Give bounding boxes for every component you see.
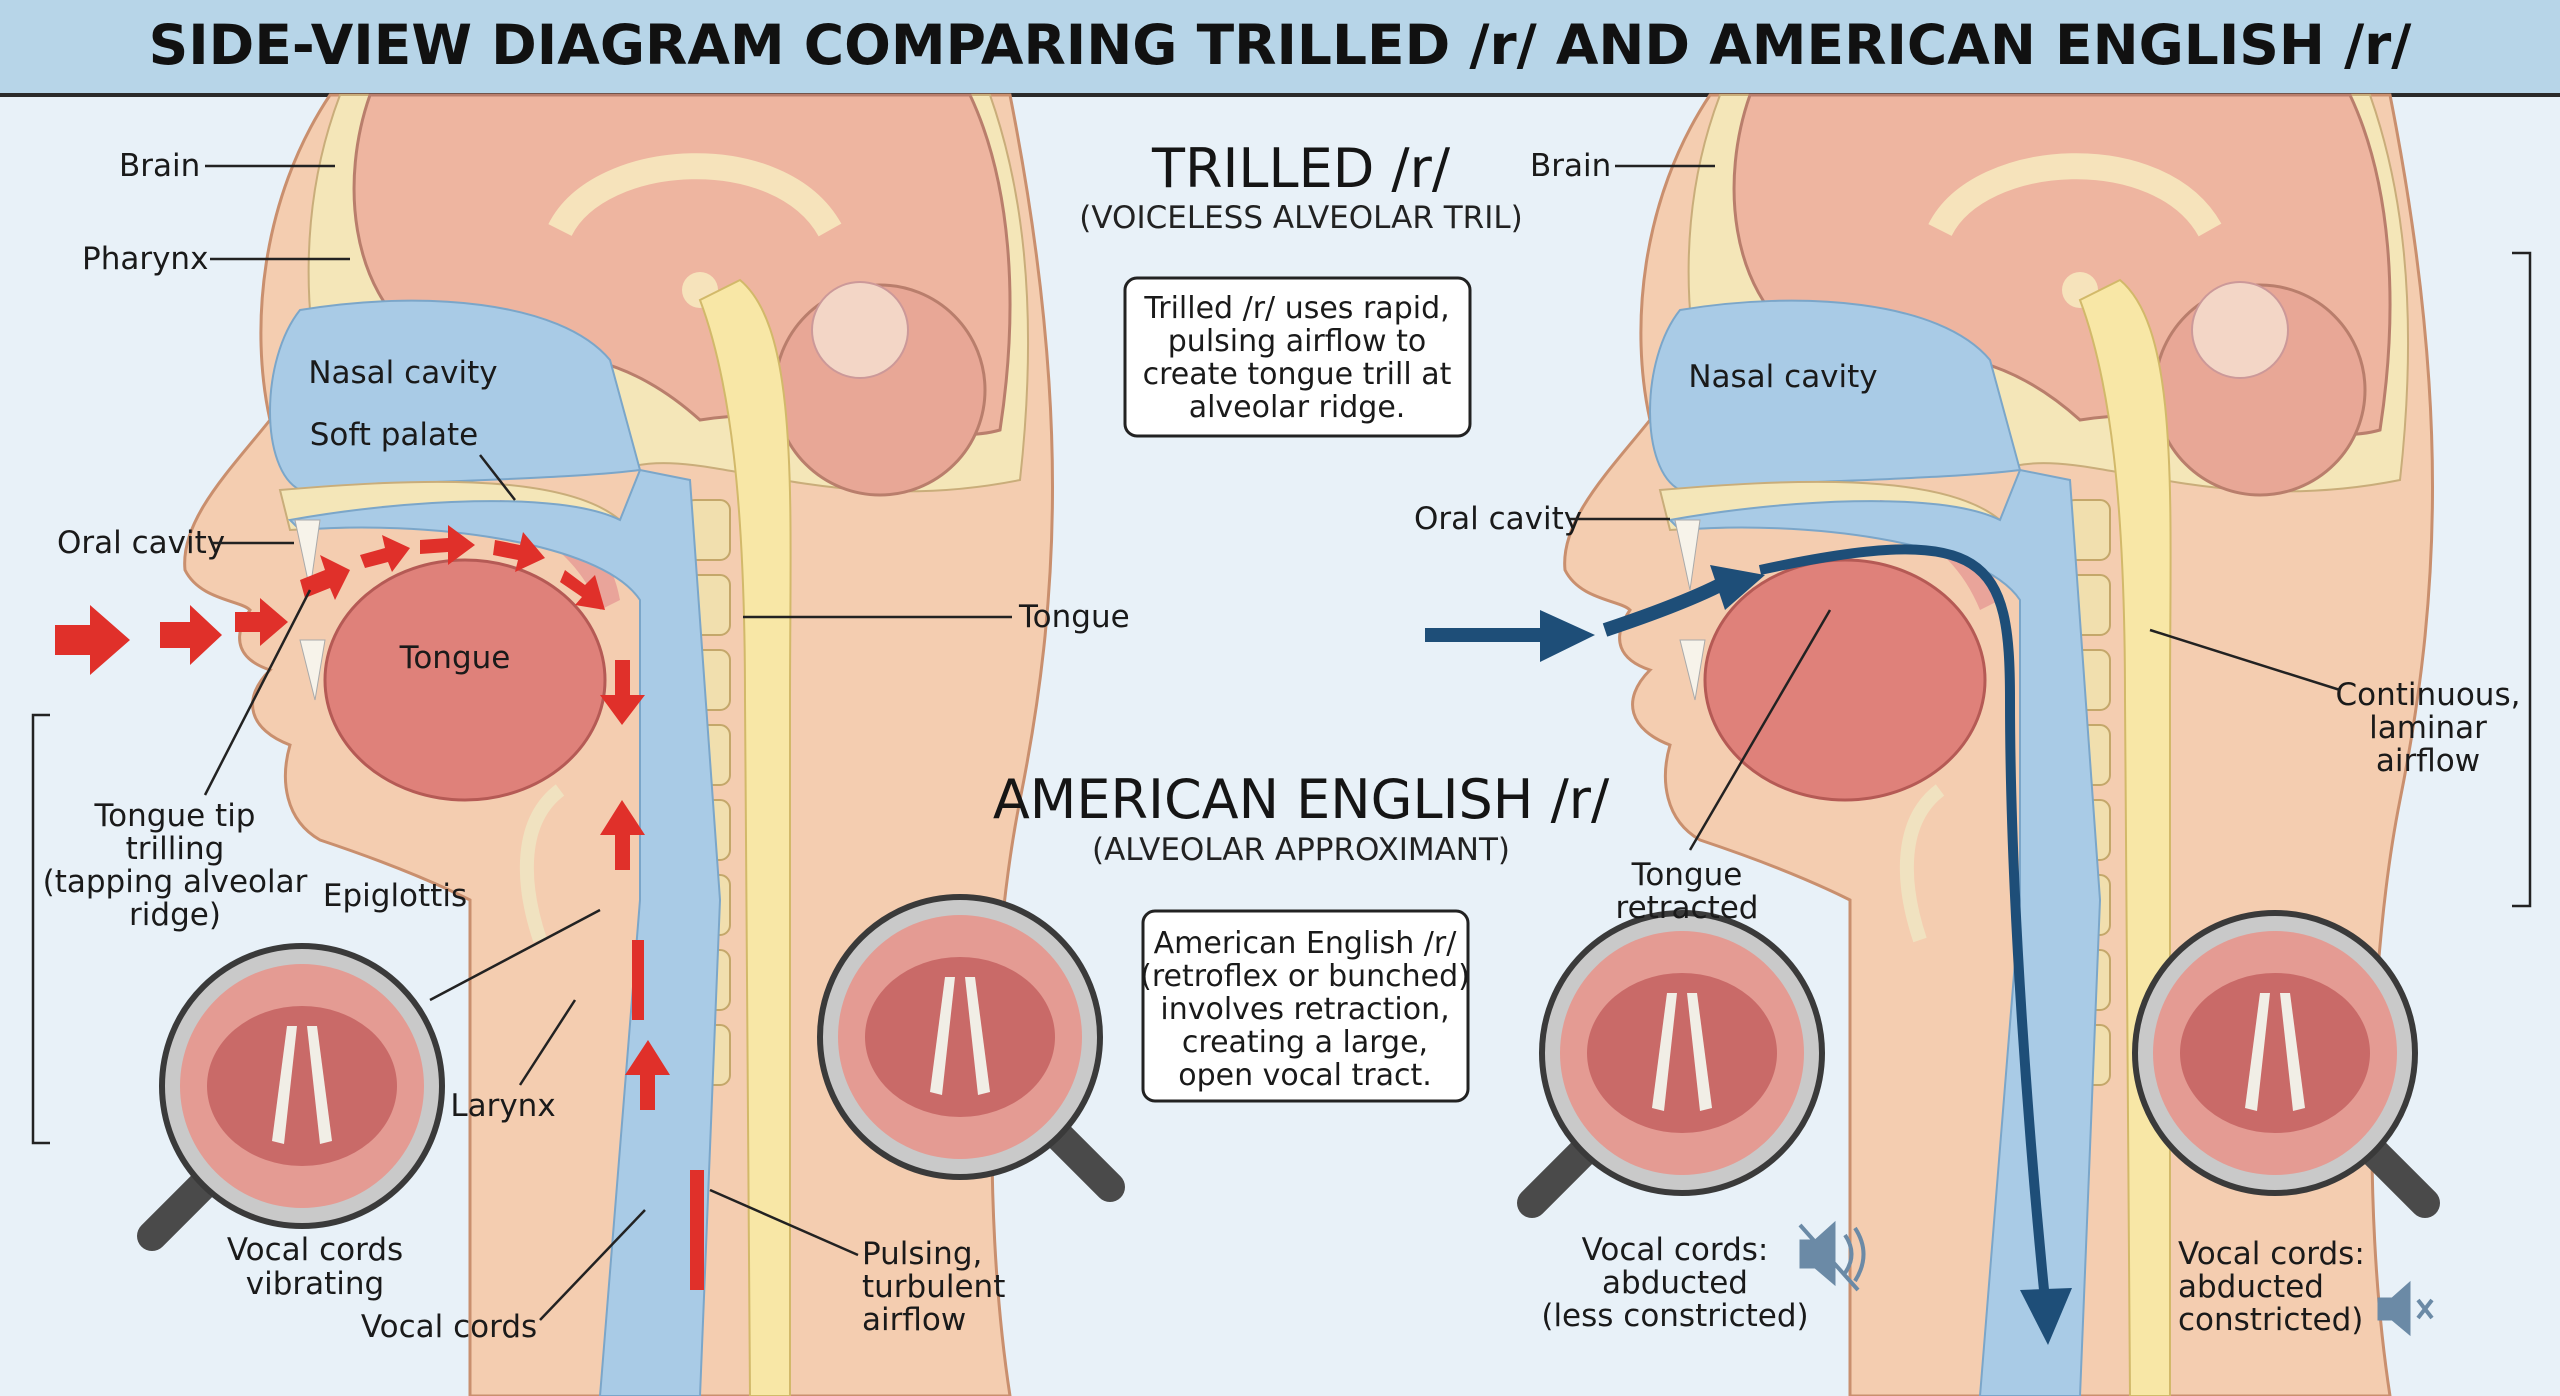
svg-text:open vocal tract.: open vocal tract. <box>1178 1058 1432 1093</box>
label-soft-palate: Soft palate <box>310 417 479 453</box>
label-nasal-cavity-right: Nasal cavity <box>1688 359 1877 395</box>
laminar-airflow-arrow <box>1425 544 2072 1345</box>
svg-text:trilling: trilling <box>126 831 225 867</box>
speaker-off-icon <box>2377 1280 2434 1337</box>
svg-text:Vocal cords: Vocal cords <box>227 1232 403 1268</box>
svg-text:airflow: airflow <box>862 1302 966 1338</box>
svg-text:airflow: airflow <box>2376 743 2480 779</box>
label-brain-right: Brain <box>1530 148 1611 184</box>
american-head-diagram <box>1565 95 2433 1396</box>
label-vocal-cords-constricted: Vocal cords: abducted constricted) <box>2178 1236 2365 1338</box>
label-pulsing-airflow: Pulsing, turbulent airflow <box>862 1236 1005 1338</box>
label-tongue-tip-trilling: Tongue tip trilling (tapping alveolar ri… <box>43 798 308 933</box>
label-oral-cavity-right: Oral cavity <box>1414 501 1582 537</box>
label-brain: Brain <box>119 148 200 184</box>
magnifier-vocal-cords-vibrating <box>152 946 442 1236</box>
svg-text:alveolar ridge.: alveolar ridge. <box>1189 390 1406 425</box>
svg-text:Vocal cords:: Vocal cords: <box>2178 1236 2365 1272</box>
trilled-labels: Brain Pharynx Nasal cavity Soft palate O… <box>43 148 1130 1345</box>
label-continuous-airflow: Continuous, laminar airflow <box>2336 677 2521 779</box>
label-vocal-cords-less-constricted: Vocal cords: abducted (less constricted) <box>1541 1232 1808 1334</box>
svg-text:(retroflex or bunched): (retroflex or bunched) <box>1140 959 1470 994</box>
svg-text:laminar: laminar <box>2369 710 2487 746</box>
left-bracket <box>31 713 50 1145</box>
svg-text:Continuous,: Continuous, <box>2336 677 2521 713</box>
svg-text:American English /r/: American English /r/ <box>1154 926 1458 961</box>
svg-text:abducted: abducted <box>2178 1269 2324 1305</box>
label-epiglottis: Epiglottis <box>323 878 467 914</box>
label-larynx: Larynx <box>450 1088 555 1124</box>
svg-text:Pulsing,: Pulsing, <box>862 1236 982 1272</box>
svg-text:(tapping alveolar: (tapping alveolar <box>43 864 308 900</box>
svg-text:involves retraction,: involves retraction, <box>1160 992 1449 1027</box>
label-oral-cavity: Oral cavity <box>57 525 225 561</box>
label-vocal-cords-vibrating: Vocal cords vibrating <box>227 1232 403 1302</box>
trilled-head-diagram <box>55 95 1053 1396</box>
svg-text:pulsing airflow to: pulsing airflow to <box>1168 324 1426 359</box>
trilled-subheading: (VOICELESS ALVEOLAR TRIL) <box>1079 200 1522 236</box>
svg-text:vibrating: vibrating <box>246 1266 384 1302</box>
svg-text:turbulent: turbulent <box>862 1269 1005 1305</box>
american-subheading: (ALVEOLAR APPROXIMANT) <box>1092 832 1510 868</box>
trilled-heading: TRILLED /r/ <box>1151 137 1451 200</box>
svg-text:Tongue: Tongue <box>1631 857 1743 893</box>
svg-text:Trilled /r/ uses rapid,: Trilled /r/ uses rapid, <box>1143 291 1449 326</box>
svg-text:Tongue tip: Tongue tip <box>94 798 256 834</box>
svg-text:retracted: retracted <box>1616 890 1759 926</box>
american-description-box: American English /r/ (retroflex or bunch… <box>1140 909 1470 1103</box>
label-tongue: Tongue <box>399 640 511 676</box>
label-tongue-side: Tongue <box>1018 599 1130 635</box>
speaker-muted-icon <box>1798 1220 1866 1292</box>
label-tongue-retracted: Tongue retracted <box>1616 857 1759 926</box>
magnifier-vocal-cords-less <box>1532 913 1822 1203</box>
label-nasal-cavity: Nasal cavity <box>308 355 497 391</box>
label-pharynx: Pharynx <box>82 241 208 277</box>
svg-text:ridge): ridge) <box>129 897 221 933</box>
trilled-description-box: Trilled /r/ uses rapid, pulsing airflow … <box>1123 276 1472 438</box>
svg-text:Vocal cords:: Vocal cords: <box>1582 1232 1769 1268</box>
svg-text:(less constricted): (less constricted) <box>1541 1298 1808 1334</box>
svg-text:constricted): constricted) <box>2178 1302 2363 1338</box>
svg-text:creating a large,: creating a large, <box>1182 1025 1428 1060</box>
page-title: SIDE-VIEW DIAGRAM COMPARING TRILLED /r/ … <box>149 13 2413 77</box>
pulsing-airflow-arrows <box>55 525 704 1290</box>
svg-text:abducted: abducted <box>1602 1265 1748 1301</box>
label-vocal-cords: Vocal cords <box>361 1309 537 1345</box>
american-heading: AMERICAN ENGLISH /r/ <box>993 768 1610 831</box>
svg-text:create tongue trill at: create tongue trill at <box>1143 357 1452 392</box>
american-labels: Brain Nasal cavity Oral cavity Continuou… <box>1414 148 2520 1338</box>
right-bracket <box>2512 251 2532 908</box>
title-bar <box>0 0 2560 95</box>
